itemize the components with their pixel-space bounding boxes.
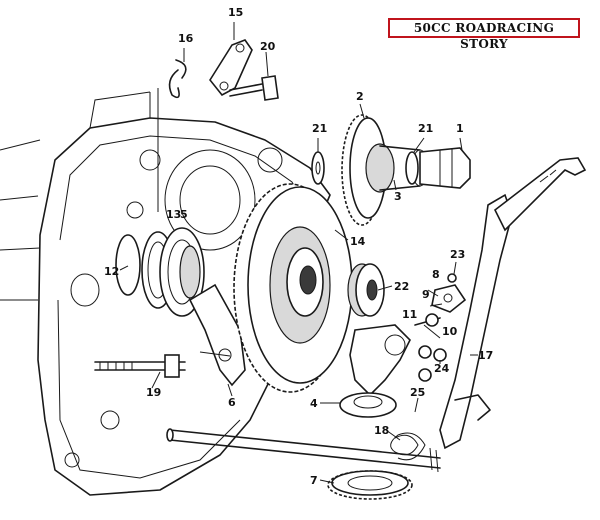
- label-5: 5: [180, 208, 188, 221]
- oil-seal-assembly: [115, 227, 205, 317]
- kick-shaft: [166, 428, 441, 473]
- label-6: 6: [228, 396, 236, 409]
- label-8: 8: [432, 268, 440, 281]
- label-11: 11: [402, 308, 417, 321]
- label-7: 7: [310, 474, 318, 487]
- shift-fork: [339, 324, 411, 418]
- ratchet-gear: [327, 470, 413, 500]
- bushing-22: [347, 263, 385, 317]
- label-16: 16: [178, 32, 194, 45]
- label-17: 17: [478, 349, 493, 362]
- title-banner: 50CC ROADRACING STORY: [388, 18, 580, 51]
- label-4: 4: [310, 397, 318, 410]
- part-labels: 15 16 20 21 21 1 2 3 13 5 12 14 22 23 8 …: [104, 6, 493, 487]
- washer-21-left: [311, 151, 325, 185]
- kick-lever: [439, 157, 587, 450]
- label-10: 10: [442, 325, 458, 338]
- top-parts: [168, 39, 279, 101]
- label-20: 20: [260, 40, 276, 53]
- label-24: 24: [434, 362, 450, 375]
- label-25: 25: [410, 386, 425, 399]
- label-19: 19: [146, 386, 161, 399]
- label-14: 14: [350, 235, 366, 248]
- shaft-1: [419, 147, 471, 189]
- label-23: 23: [450, 248, 465, 261]
- shift-arm: [188, 283, 246, 387]
- label-1: 1: [456, 122, 464, 135]
- label-9: 9: [422, 288, 430, 301]
- washer-21-right: [405, 151, 419, 185]
- label-22: 22: [394, 280, 409, 293]
- label-12: 12: [104, 265, 119, 278]
- label-21-left: 21: [312, 122, 327, 135]
- bolt-19: [94, 354, 186, 378]
- label-2: 2: [356, 90, 364, 103]
- label-15: 15: [228, 6, 243, 19]
- label-3: 3: [394, 190, 402, 203]
- label-13: 13: [166, 208, 181, 221]
- small-gear: [341, 114, 429, 226]
- large-gear: [233, 183, 353, 393]
- label-18: 18: [374, 424, 389, 437]
- small-parts: [414, 273, 467, 382]
- crankcase-housing: [0, 91, 331, 496]
- leader-lines: [119, 22, 478, 484]
- label-21-right: 21: [418, 122, 433, 135]
